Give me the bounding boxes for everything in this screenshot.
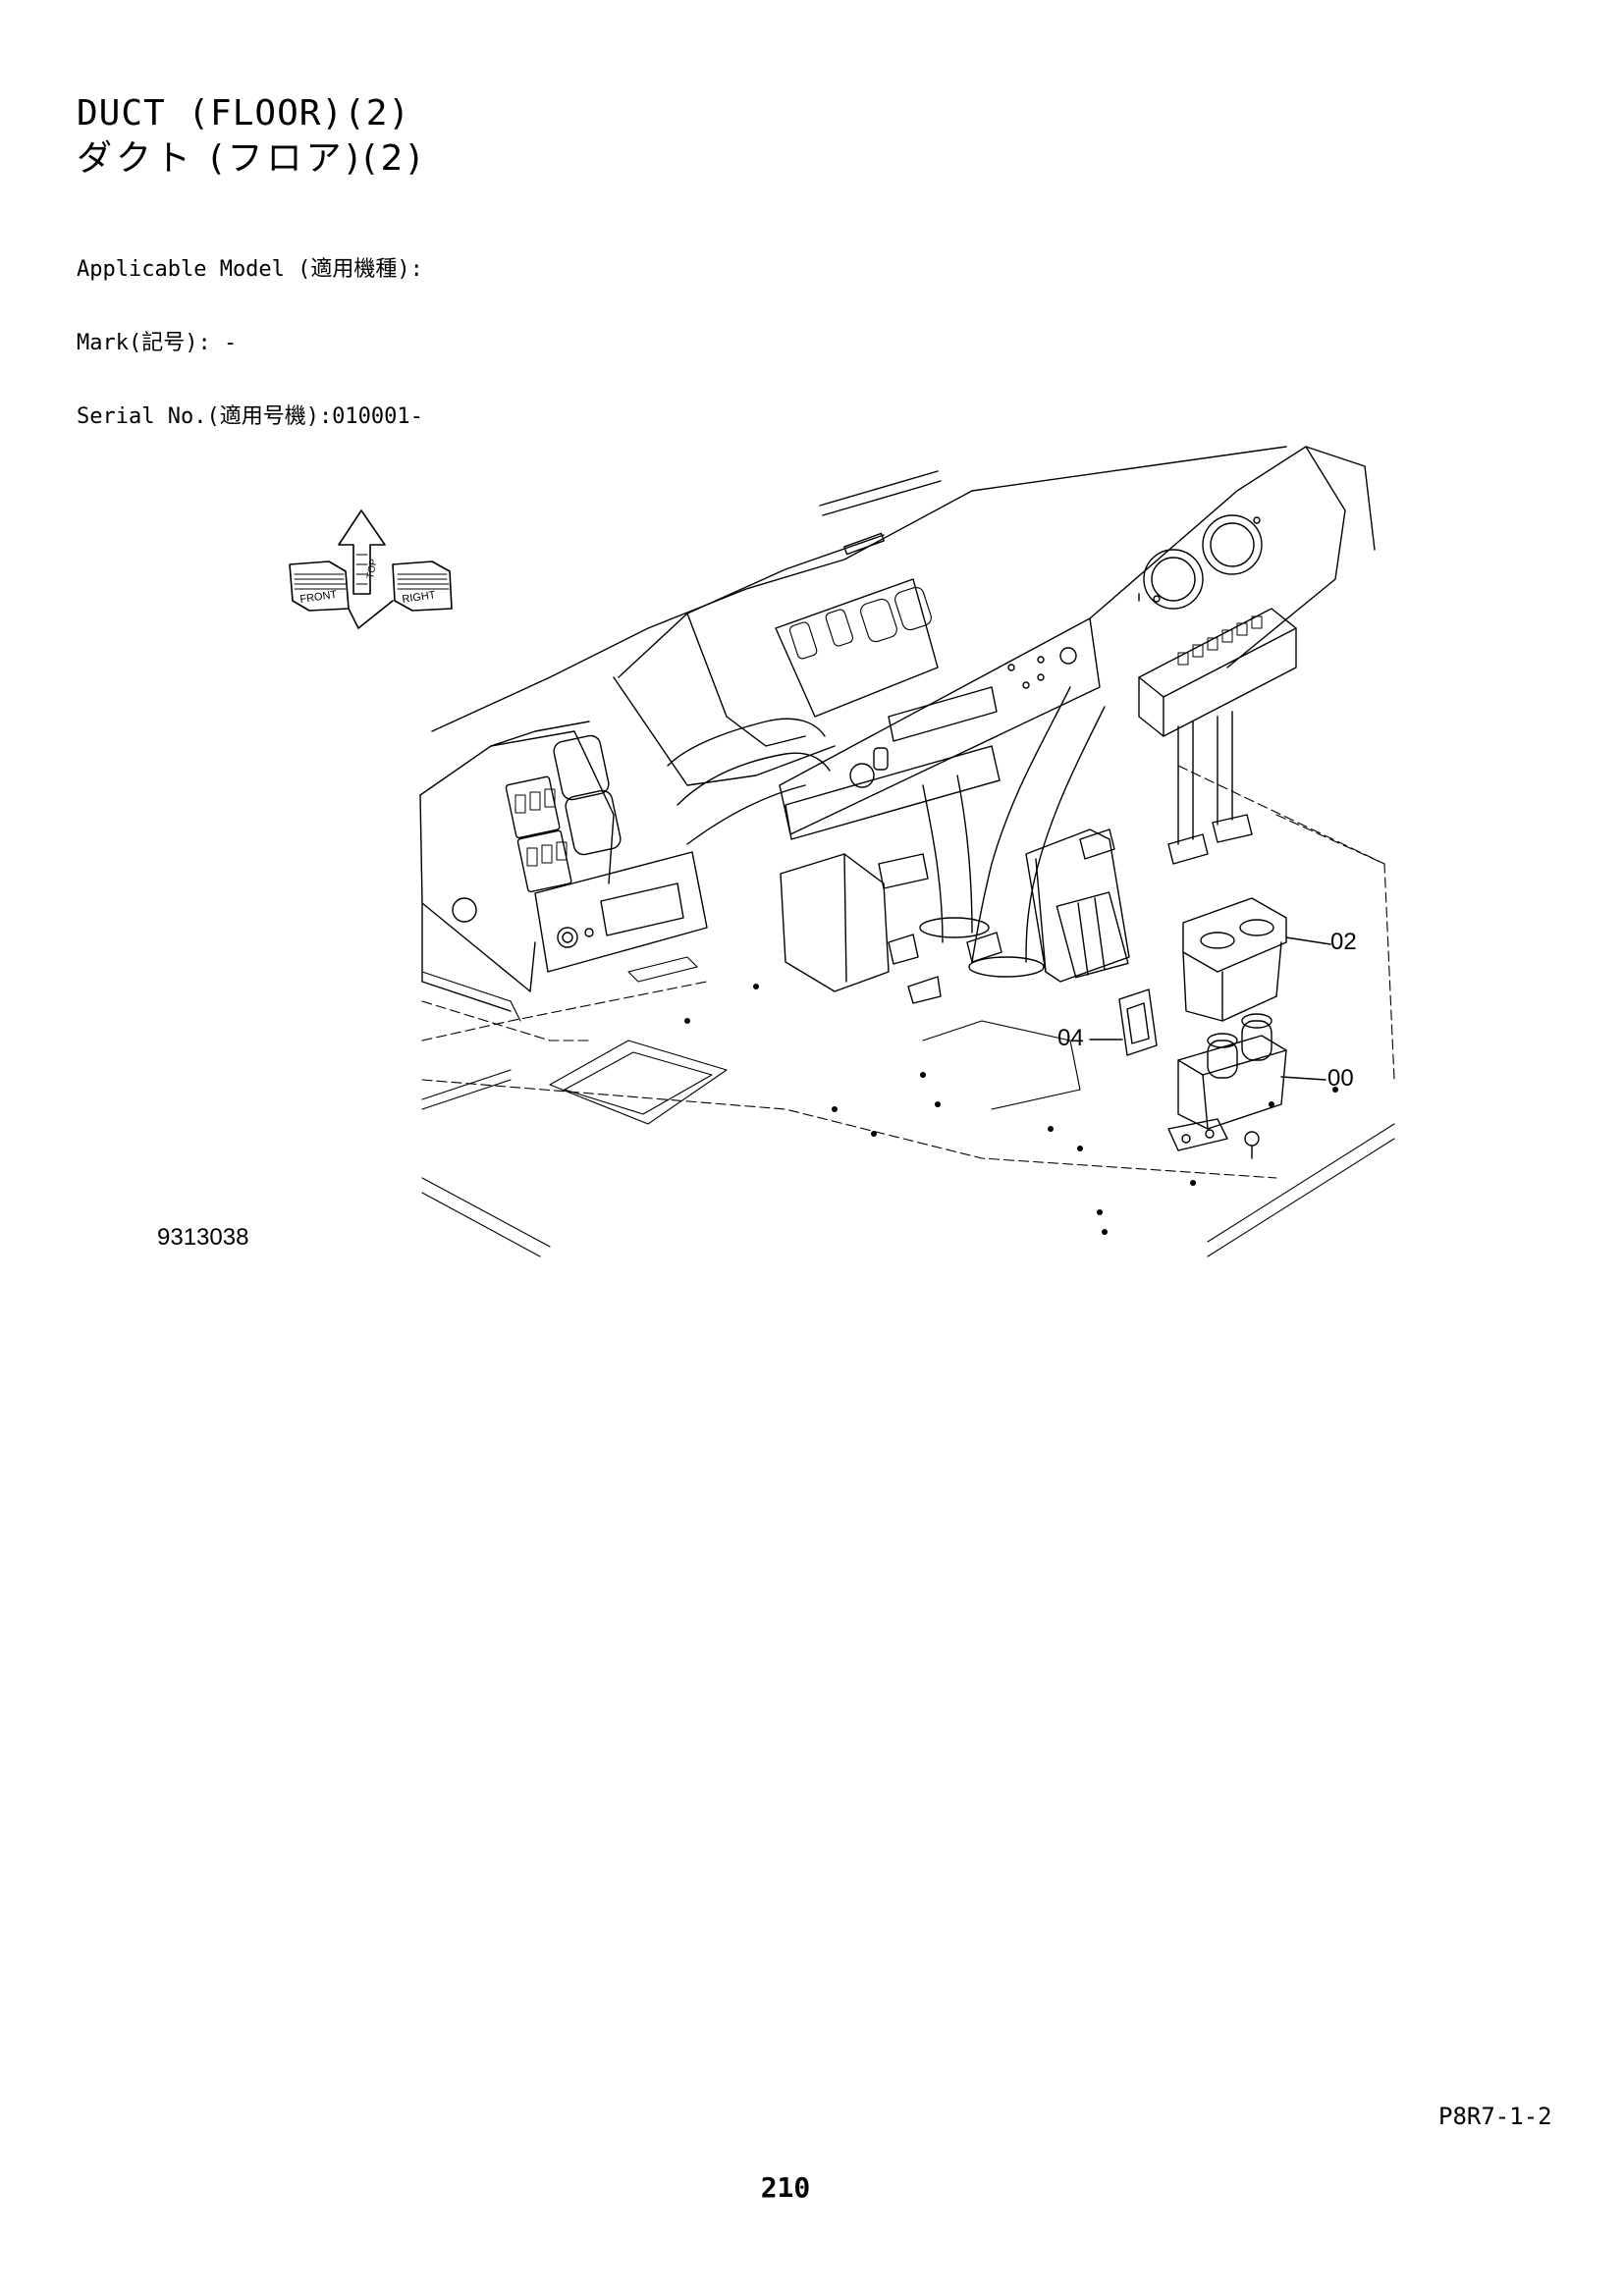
callout-02: 02 bbox=[1330, 929, 1357, 955]
parts-exploded-drawing: FRONT RIGHT TOP bbox=[289, 446, 1395, 1257]
floor-plate bbox=[421, 765, 1395, 1179]
page-number: 210 bbox=[760, 2171, 811, 2204]
serial-no-line: Serial No.(適用号機):010001- bbox=[77, 404, 423, 429]
drawing-number: 9313038 bbox=[157, 1224, 249, 1251]
support-legs bbox=[966, 711, 1253, 963]
part-04-gasket bbox=[1089, 988, 1158, 1056]
left-instrument-plate bbox=[534, 851, 708, 973]
center-instrument-plate bbox=[779, 617, 1101, 840]
part-00-duct-base bbox=[1167, 1013, 1326, 1159]
part-02-duct-outlet bbox=[1182, 897, 1331, 1022]
callout-00: 00 bbox=[1327, 1065, 1354, 1092]
floor-plate-solid bbox=[421, 956, 1395, 1257]
applicable-model-line: Applicable Model (適用機種): bbox=[77, 257, 423, 282]
page-title-japanese: ダクト (フロア)(2) bbox=[77, 138, 425, 179]
page-code: P8R7-1-2 bbox=[1438, 2103, 1552, 2130]
lower-left-duct bbox=[780, 853, 942, 1004]
mark-line: Mark(記号): - bbox=[77, 331, 238, 355]
center-dashboard bbox=[431, 446, 1287, 845]
floor-bolts bbox=[684, 984, 1338, 1235]
right-upper-console bbox=[1089, 446, 1376, 668]
orientation-right-label: RIGHT bbox=[402, 589, 437, 606]
page-title-english: DUCT (FLOOR)(2) bbox=[77, 93, 411, 133]
callout-04: 04 bbox=[1057, 1025, 1084, 1051]
orientation-symbol: FRONT RIGHT TOP bbox=[289, 509, 453, 629]
left-console-pod bbox=[419, 721, 622, 1012]
right-switch-panel bbox=[1138, 608, 1297, 737]
orientation-front-label: FRONT bbox=[299, 589, 338, 606]
applicability-info: Applicable Model (適用機種): Mark(記号): - Ser… bbox=[77, 208, 423, 454]
air-ducts bbox=[919, 686, 1130, 983]
orientation-top-label: TOP bbox=[365, 558, 379, 579]
